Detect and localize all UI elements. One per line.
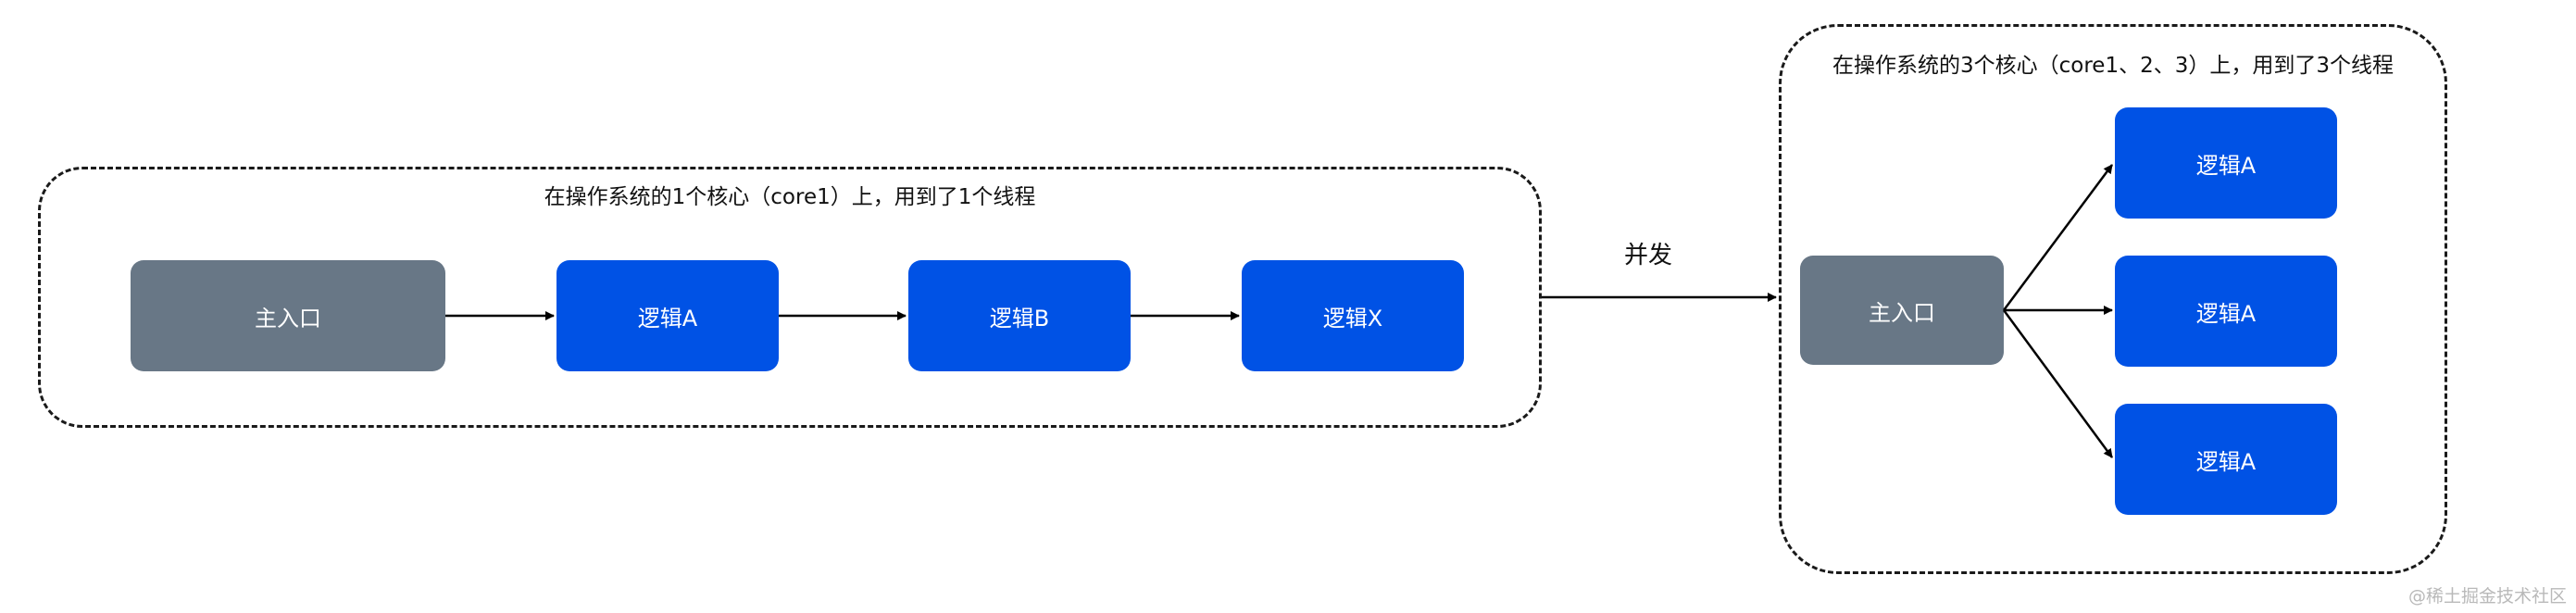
single-core-caption: 在操作系统的1个核心（core1）上，用到了1个线程 (544, 185, 1036, 209)
watermark: @稀土掘金技术社区 (2407, 586, 2567, 607)
left-logic-a-node: 逻辑A (556, 260, 779, 371)
left-logic-b-node: 逻辑B (908, 260, 1131, 371)
single-core-group (38, 167, 1542, 428)
right-main-entry-node: 主入口 (1800, 256, 2004, 365)
right-logic-a-node-3: 逻辑A (2115, 404, 2337, 515)
left-logic-x-node: 逻辑X (1242, 260, 1464, 371)
concurrency-label: 并发 (1623, 242, 1672, 269)
left-main-entry-node: 主入口 (131, 260, 445, 371)
right-logic-a-node-1: 逻辑A (2115, 107, 2337, 219)
arrow-main-to-logic-a-3 (2002, 309, 2114, 458)
multi-core-caption: 在操作系统的3个核心（core1、2、3）上，用到了3个线程 (1832, 54, 2394, 78)
multi-core-group (1779, 24, 2447, 574)
right-logic-a-node-2: 逻辑A (2115, 256, 2337, 367)
arrow-main-to-logic-a-1 (2002, 164, 2114, 311)
